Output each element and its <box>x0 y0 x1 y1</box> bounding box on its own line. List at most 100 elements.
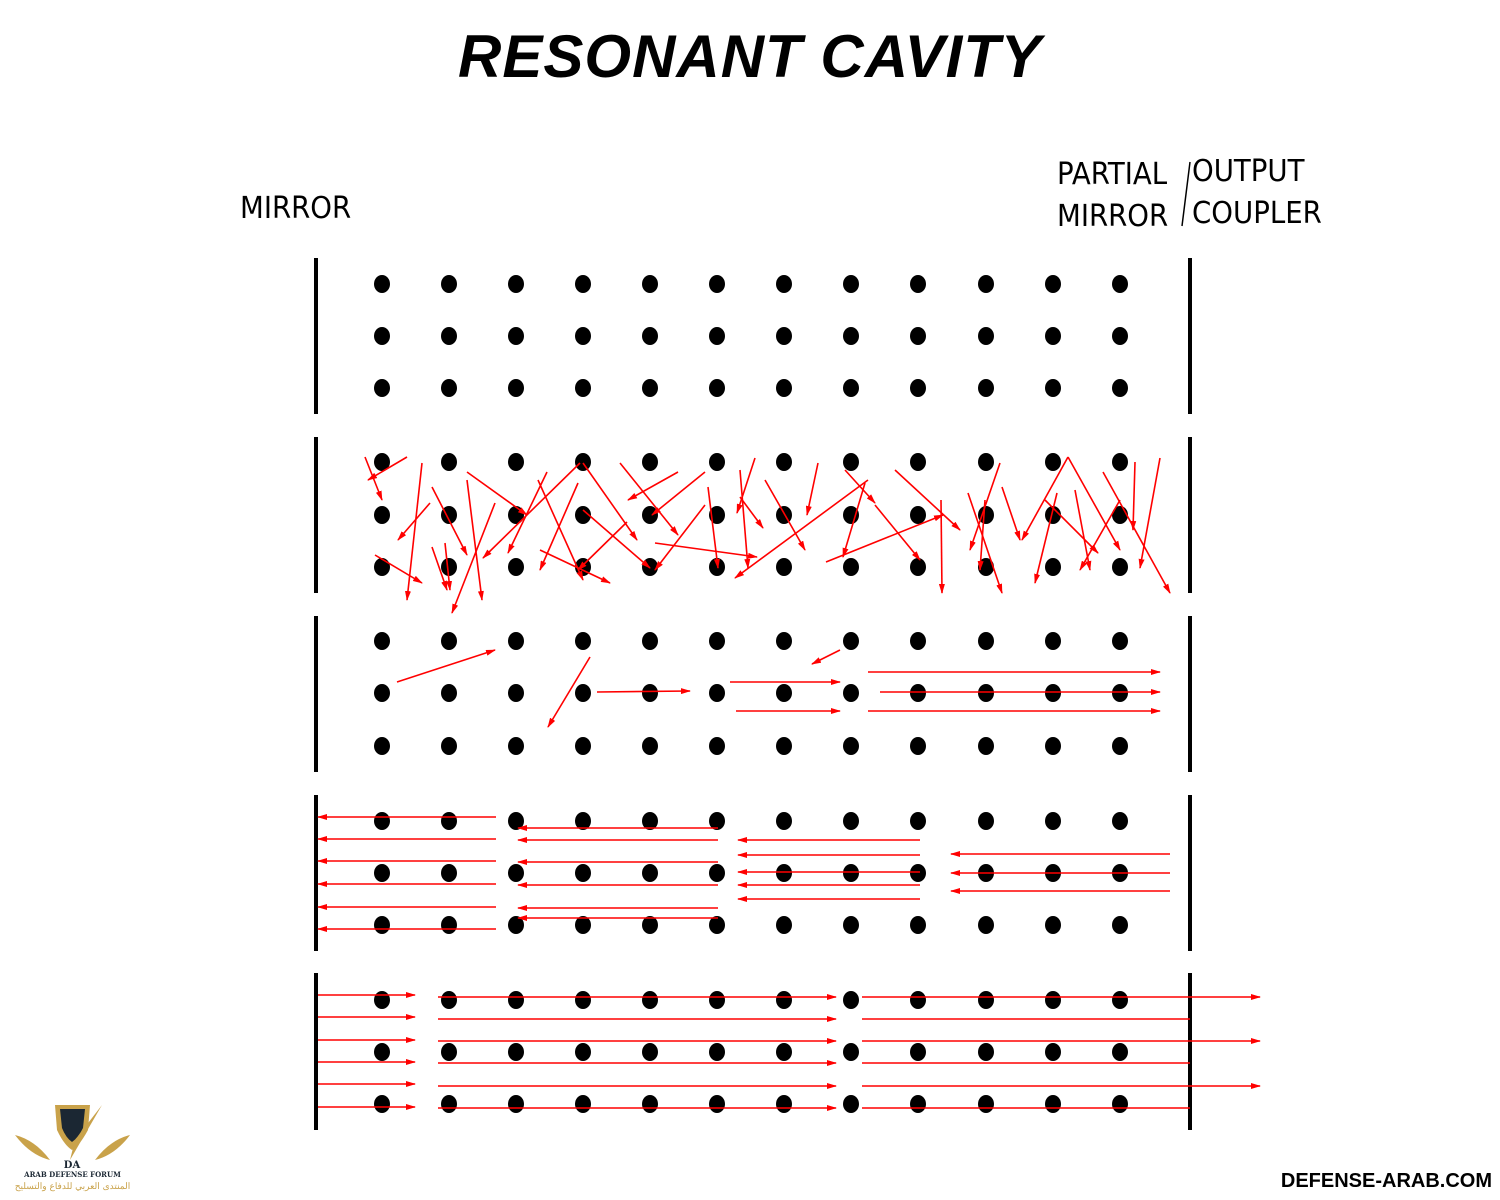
atom-dot <box>1045 632 1061 650</box>
atom-dot <box>1045 1095 1061 1113</box>
photon-arrow <box>842 482 866 558</box>
atom-dot <box>642 327 658 345</box>
atom-dot <box>910 275 926 293</box>
atom-dot <box>978 275 994 293</box>
mirror-label: MIRROR <box>240 191 352 226</box>
atom-dot <box>1045 916 1061 934</box>
atom-dot <box>642 1095 658 1113</box>
atom-dot <box>843 506 859 524</box>
atom-dot <box>374 812 390 830</box>
photon-arrow <box>451 502 496 614</box>
atom-dot <box>910 632 926 650</box>
photon-arrow <box>739 496 764 529</box>
atom-dot <box>575 684 591 702</box>
atom-dot <box>843 558 859 576</box>
photon-arrow <box>1021 456 1069 541</box>
atom-dot <box>1045 812 1061 830</box>
atom-dot <box>508 1095 524 1113</box>
atom-dot <box>978 327 994 345</box>
atom-dot <box>709 684 725 702</box>
photon-arrow <box>844 469 876 504</box>
atom-dot <box>910 379 926 397</box>
photon-arrow <box>577 521 628 571</box>
atom-dot <box>978 379 994 397</box>
photon-arrow <box>537 479 584 581</box>
photon-arrow <box>431 546 448 591</box>
output-coupler-label-line2: COUPLER <box>1192 196 1322 231</box>
atom-dot <box>843 1043 859 1061</box>
atom-dot <box>1112 275 1128 293</box>
atom-dot <box>776 864 792 882</box>
atom-dot <box>575 632 591 650</box>
atom-dot <box>508 632 524 650</box>
atom-dot <box>843 453 859 471</box>
atom-dot <box>1112 558 1128 576</box>
atom-dot <box>776 275 792 293</box>
atom-dot <box>575 991 591 1009</box>
photon-arrow <box>977 499 986 571</box>
photon-arrow <box>654 542 758 559</box>
atom-dot <box>1112 327 1128 345</box>
atom-dot <box>1112 1043 1128 1061</box>
atom-dot <box>978 453 994 471</box>
photon-arrow <box>874 504 921 561</box>
atom-dot <box>374 327 390 345</box>
atom-dot <box>709 1043 725 1061</box>
atom-dot <box>1045 453 1061 471</box>
photon-arrow <box>539 549 611 584</box>
photon-arrow <box>482 462 581 559</box>
atom-dot <box>709 632 725 650</box>
photon-arrow <box>938 499 945 594</box>
photon-arrow <box>619 462 679 536</box>
atom-dot <box>709 379 725 397</box>
atom-dot <box>441 275 457 293</box>
photon-arrow <box>894 469 961 531</box>
atom-dot <box>441 684 457 702</box>
atom-dot <box>776 632 792 650</box>
photon-arrow <box>582 462 638 541</box>
photon-arrow <box>1138 457 1161 569</box>
photon-arrow <box>764 479 806 551</box>
atom-dot <box>776 327 792 345</box>
atom-dot <box>441 812 457 830</box>
atom-dot <box>575 916 591 934</box>
atom-dot <box>910 916 926 934</box>
atom-dot <box>910 812 926 830</box>
atom-dot <box>709 275 725 293</box>
photon-arrow <box>396 649 496 683</box>
photon-arrow <box>397 502 431 541</box>
atom-dot <box>978 812 994 830</box>
atom-dot <box>575 812 591 830</box>
atom-dot <box>1045 379 1061 397</box>
atom-dot <box>508 864 524 882</box>
atom-dot <box>709 327 725 345</box>
atom-dot <box>843 1095 859 1113</box>
atom-dot <box>441 1095 457 1113</box>
atom-dot <box>978 684 994 702</box>
atom-dot <box>374 684 390 702</box>
photon-arrow <box>967 492 1003 594</box>
atom-dot <box>642 864 658 882</box>
logo-emblem-icon: DA <box>15 1105 130 1171</box>
photon-arrow <box>466 471 528 516</box>
photon-arrow <box>707 486 720 569</box>
atom-dot <box>910 864 926 882</box>
atom-dot <box>1112 632 1128 650</box>
atom-dot <box>575 506 591 524</box>
atom-dot <box>910 684 926 702</box>
atom-dot <box>843 864 859 882</box>
atom-dot <box>374 737 390 755</box>
atom-dot <box>843 379 859 397</box>
atom-dot <box>441 506 457 524</box>
atom-dot <box>374 1043 390 1061</box>
atom-dot <box>843 327 859 345</box>
logo-arabic-text: المنتدى العربي للدفاع والتسليح <box>14 1182 131 1192</box>
atom-dot <box>508 1043 524 1061</box>
atom-dot <box>843 812 859 830</box>
atom-dot <box>374 864 390 882</box>
atom-dot <box>374 991 390 1009</box>
photon-arrow <box>1079 499 1121 571</box>
atom-dot <box>709 916 725 934</box>
atom-dot <box>776 506 792 524</box>
atom-dot <box>642 737 658 755</box>
